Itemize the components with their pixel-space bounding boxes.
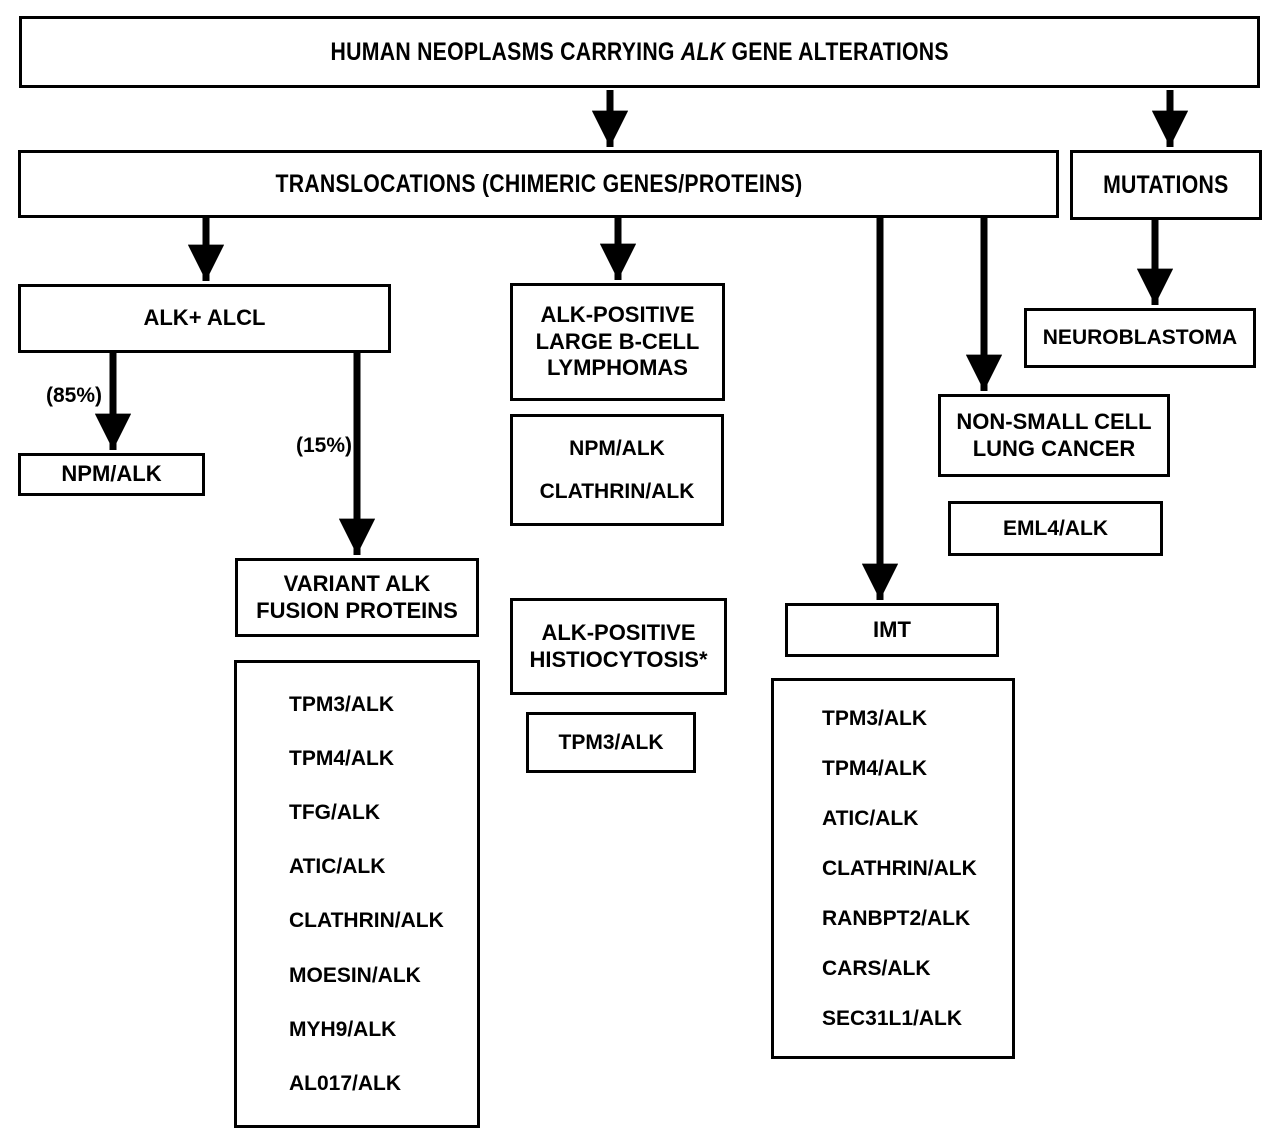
nsclc-title-line2: LUNG CANCER bbox=[972, 435, 1136, 461]
title-pre: HUMAN NEOPLASMS CARRYING bbox=[330, 38, 681, 66]
fusion-item: AL017/ALK bbox=[289, 1071, 402, 1095]
fusion-item: TPM4/ALK bbox=[289, 747, 394, 771]
node-variant-alk-fusion-proteins: VARIANT ALK FUSION PROTEINS bbox=[235, 558, 479, 637]
fusion-item: NPM/ALK bbox=[569, 436, 665, 460]
node-human-neoplasms-title: HUMAN NEOPLASMS CARRYING ALK GENE ALTERA… bbox=[19, 16, 1260, 88]
fusion-item: EML4/ALK bbox=[1003, 516, 1108, 540]
fusion-item: ATIC/ALK bbox=[822, 806, 919, 830]
list-imt-fusions: TPM3/ALK TPM4/ALK ATIC/ALK CLATHRIN/ALK … bbox=[771, 678, 1015, 1059]
node-imt: IMT bbox=[785, 603, 999, 657]
fusion-item: TPM3/ALK bbox=[822, 706, 927, 730]
fusion-item: CARS/ALK bbox=[822, 956, 931, 980]
list-variant-fusions: TPM3/ALK TPM4/ALK TFG/ALK ATIC/ALK CLATH… bbox=[234, 660, 480, 1128]
title-gene-italic: ALK bbox=[680, 38, 726, 66]
fusion-item: TPM3/ALK bbox=[558, 730, 664, 754]
fusion-item: TPM3/ALK bbox=[289, 692, 394, 716]
fusion-item: TFG/ALK bbox=[289, 801, 380, 825]
variant-title-line1: VARIANT ALK bbox=[283, 571, 431, 597]
bcell-title-line2: LARGE B-CELL bbox=[535, 328, 700, 354]
node-mutations: MUTATIONS bbox=[1070, 150, 1262, 220]
translocations-label: TRANSLOCATIONS (CHIMERIC GENES/PROTEINS) bbox=[275, 170, 802, 198]
fusion-item: CLATHRIN/ALK bbox=[289, 909, 444, 933]
fusion-item: SEC31L1/ALK bbox=[822, 1006, 963, 1030]
mutations-label: MUTATIONS bbox=[1103, 171, 1229, 199]
list-bcell-fusions: NPM/ALK CLATHRIN/ALK bbox=[510, 414, 724, 526]
neuroblastoma-label: NEUROBLASTOMA bbox=[1042, 326, 1238, 350]
histiocytosis-title-line2: HISTIOCYTOSIS* bbox=[529, 646, 708, 672]
node-npm-alk: NPM/ALK bbox=[18, 453, 205, 496]
bcell-title-line1: ALK-POSITIVE bbox=[540, 302, 695, 328]
node-histiocytosis-tpm3: TPM3/ALK bbox=[526, 712, 696, 773]
alk-alcl-label: ALK+ ALCL bbox=[143, 305, 266, 331]
histiocytosis-title-line1: ALK-POSITIVE bbox=[541, 620, 696, 646]
node-bcell-lymphomas: ALK-POSITIVE LARGE B-CELL LYMPHOMAS bbox=[510, 283, 725, 401]
node-alk-alcl: ALK+ ALCL bbox=[18, 284, 391, 353]
variant-title-line2: FUSION PROTEINS bbox=[256, 597, 458, 623]
node-neuroblastoma: NEUROBLASTOMA bbox=[1024, 308, 1256, 368]
node-alk-positive-histiocytosis: ALK-POSITIVE HISTIOCYTOSIS* bbox=[510, 598, 727, 695]
fusion-item: ATIC/ALK bbox=[289, 855, 386, 879]
imt-label: IMT bbox=[873, 616, 911, 642]
page-title: HUMAN NEOPLASMS CARRYING ALK GENE ALTERA… bbox=[330, 37, 948, 67]
fusion-item: TPM4/ALK bbox=[822, 756, 927, 780]
node-translocations: TRANSLOCATIONS (CHIMERIC GENES/PROTEINS) bbox=[18, 150, 1059, 218]
nsclc-title-line1: NON-SMALL CELL bbox=[956, 409, 1152, 435]
fusion-item: CLATHRIN/ALK bbox=[822, 856, 977, 880]
pct-15-label: (15%) bbox=[295, 434, 353, 457]
title-post: GENE ALTERATIONS bbox=[725, 38, 949, 66]
bcell-title-line3: LYMPHOMAS bbox=[547, 355, 688, 381]
fusion-item: MYH9/ALK bbox=[289, 1017, 397, 1041]
fusion-item: RANBPT2/ALK bbox=[822, 906, 971, 930]
fusion-item: MOESIN/ALK bbox=[289, 963, 421, 987]
node-nsclc: NON-SMALL CELL LUNG CANCER bbox=[938, 394, 1170, 477]
pct-85-label: (85%) bbox=[45, 384, 103, 407]
fusion-item: CLATHRIN/ALK bbox=[539, 480, 695, 504]
node-eml4-alk: EML4/ALK bbox=[948, 501, 1163, 556]
npm-alk-label: NPM/ALK bbox=[61, 461, 162, 487]
